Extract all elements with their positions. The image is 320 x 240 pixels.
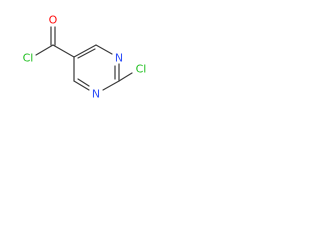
bond-n3-c4 [73, 80, 90, 91]
2-chloropyrimidine-5-carbonyl-chloride-structure: O Cl N N Cl [23, 14, 147, 101]
atom-nitrogen-3: N [92, 88, 100, 101]
bond-c5-c6-inner [77, 48, 96, 59]
atom-labels: O Cl N N Cl [23, 14, 147, 101]
bonds [35, 26, 133, 91]
bond-c5-c6 [73, 44, 97, 58]
bond-carbonyl-ring [52, 44, 75, 58]
bond-c2-n3 [102, 80, 120, 91]
atom-chlorine-ring: Cl [136, 63, 147, 76]
atom-oxygen: O [49, 14, 58, 27]
bond-c6-n1 [95, 44, 113, 55]
atom-nitrogen-1: N [115, 52, 123, 65]
bond-n3-c4-inner [77, 78, 90, 87]
bond-c2-cl [118, 72, 133, 82]
atom-chlorine-acyl: Cl [23, 52, 34, 65]
bond-c-cl-acyl [35, 44, 54, 56]
